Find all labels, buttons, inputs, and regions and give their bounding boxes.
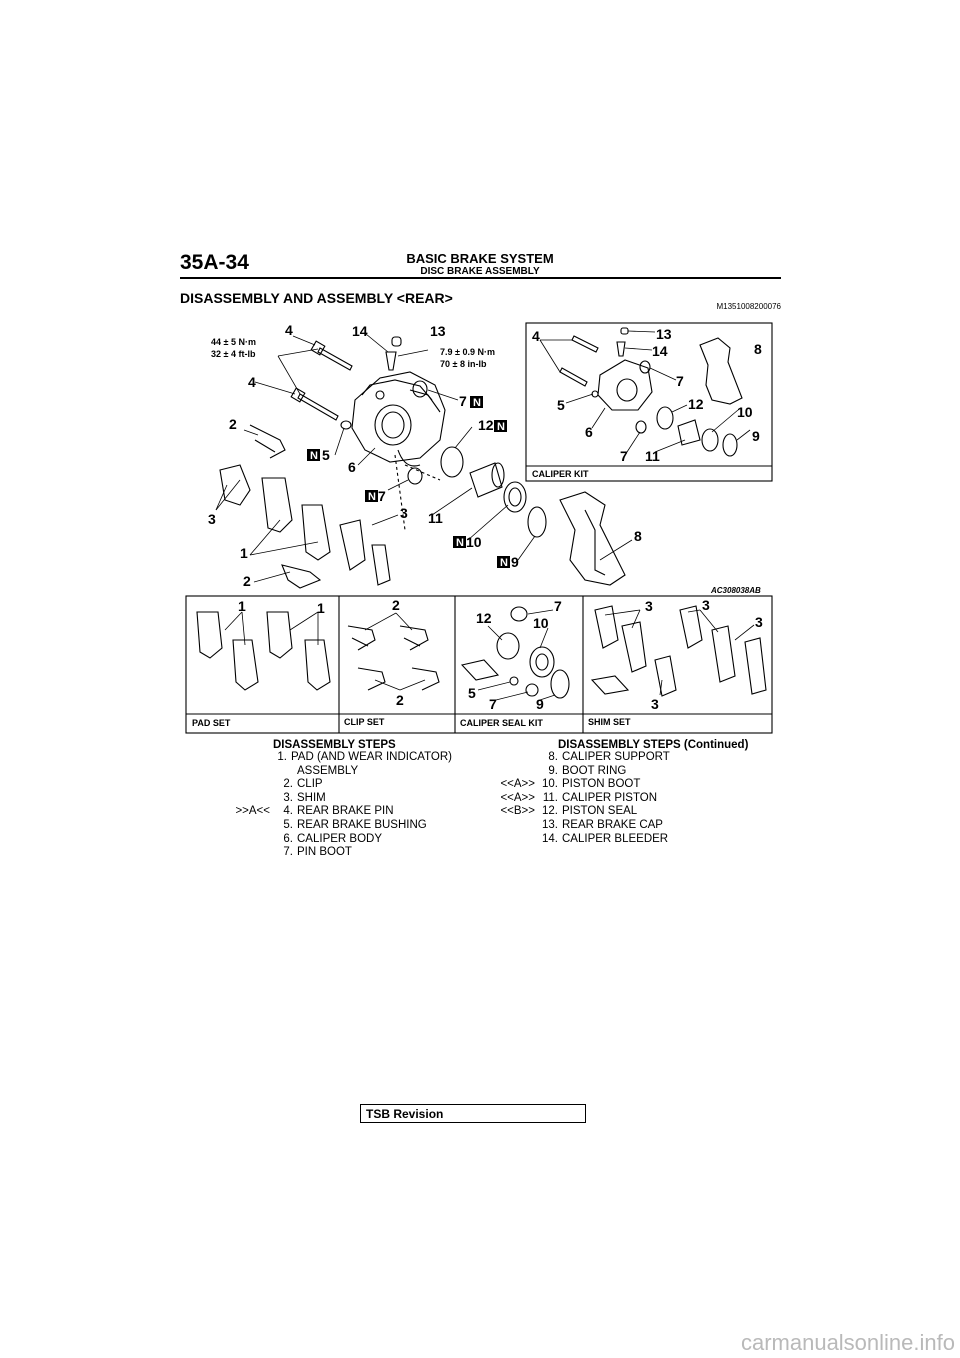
- torque-pin-ftlb: 32 ± 4 ft-lb: [211, 349, 256, 359]
- callout-1: 1: [317, 600, 325, 616]
- step-row: 3.SHIM: [283, 791, 326, 804]
- step-row: <<A>>11.CALIPER PISTON: [500, 791, 658, 804]
- step-row: 6.CALIPER BODY: [283, 832, 382, 845]
- callout-11: 11: [645, 448, 660, 464]
- callout-7: 7: [676, 373, 684, 389]
- caliper-body-drawing: [351, 371, 446, 467]
- kits-panel-box: [185, 595, 773, 734]
- callout-2: 2: [392, 597, 400, 613]
- step-row: <<A>>10.PISTON BOOT: [500, 778, 641, 791]
- new-part-mark: N: [473, 397, 481, 409]
- steps-heading: DISASSEMBLY STEPS: [273, 739, 396, 751]
- callout-8: 8: [754, 341, 762, 357]
- torque-bleeder-nm: 7.9 ± 0.9 N·m: [440, 347, 495, 357]
- step-row: <<B>>12.PISTON SEAL: [500, 805, 638, 818]
- chapter-title: BASIC BRAKE SYSTEM: [406, 251, 554, 266]
- new-part-mark: N: [368, 491, 376, 503]
- figure-code: AC308038AB: [710, 586, 761, 595]
- callout-10: 10: [466, 534, 482, 550]
- new-part-mark: N: [497, 421, 505, 433]
- callout-7: 7: [554, 598, 562, 614]
- new-part-mark: N: [456, 537, 464, 549]
- callout-11: 11: [428, 510, 443, 526]
- section-code: M1351008200076: [716, 302, 781, 311]
- step-row: >>A<<4.REAR BRAKE PIN: [235, 805, 394, 818]
- callout-1: 1: [240, 545, 248, 561]
- callout-13: 13: [656, 326, 672, 342]
- step-row: ASSEMBLY: [297, 764, 359, 777]
- step-row: 7.PIN BOOT: [283, 846, 352, 859]
- callout-9: 9: [752, 428, 760, 444]
- callout-2: 2: [243, 573, 251, 589]
- step-row: 2.CLIP: [283, 778, 323, 791]
- callout-13: 13: [430, 323, 446, 339]
- torque-pin-nm: 44 ± 5 N·m: [211, 337, 256, 347]
- callout-7: 7: [459, 393, 467, 409]
- callout-2: 2: [229, 416, 237, 432]
- callout-3: 3: [208, 511, 216, 527]
- callout-3: 3: [755, 614, 763, 630]
- step-row: 8.CALIPER SUPPORT: [548, 751, 670, 763]
- step-row: 5.REAR BRAKE BUSHING: [283, 818, 427, 831]
- callout-9: 9: [536, 696, 544, 712]
- steps-left: DISASSEMBLY STEPS 1.PAD (AND WEAR INDICA…: [212, 739, 452, 860]
- torque-bleeder-inlb: 70 ± 8 in-lb: [440, 359, 487, 369]
- callout-7: 7: [378, 488, 386, 504]
- callout-12: 12: [478, 417, 494, 433]
- brake-pin-drawing: [290, 340, 353, 421]
- callout-9: 9: [511, 554, 519, 570]
- steps-right: DISASSEMBLY STEPS (Continued) 8.CALIPER …: [477, 739, 777, 846]
- callout-10: 10: [533, 615, 549, 631]
- section-title: DISASSEMBLY AND ASSEMBLY <REAR>: [180, 290, 453, 306]
- callout-2: 2: [396, 692, 404, 708]
- caliper-kit-box: [525, 322, 773, 482]
- step-row: 14.CALIPER BLEEDER: [542, 832, 669, 845]
- callout-5: 5: [322, 447, 330, 463]
- callout-3: 3: [702, 597, 710, 613]
- step-row: 13.REAR BRAKE CAP: [542, 818, 663, 831]
- header-rule: [180, 277, 781, 279]
- callout-7: 7: [620, 448, 628, 464]
- shim-set-label: SHIM SET: [588, 717, 631, 727]
- callout-8: 8: [634, 528, 642, 544]
- callout-4: 4: [285, 322, 293, 338]
- clip-set-label: CLIP SET: [344, 717, 385, 727]
- pad-set-label: PAD SET: [192, 718, 231, 728]
- callout-6: 6: [585, 424, 593, 440]
- callout-5: 5: [468, 685, 476, 701]
- new-part-mark: N: [310, 450, 318, 462]
- callout-12: 12: [476, 610, 492, 626]
- chapter-subtitle: DISC BRAKE ASSEMBLY: [420, 266, 540, 277]
- callout-4: 4: [248, 374, 256, 390]
- callout-6: 6: [348, 459, 356, 475]
- callout-3: 3: [651, 696, 659, 712]
- step-row: 9.BOOT RING: [548, 764, 627, 777]
- callout-3: 3: [400, 505, 408, 521]
- watermark: carmanualsonline.info: [740, 1330, 955, 1355]
- step-row: 1.PAD (AND WEAR INDICATOR): [277, 751, 452, 763]
- callout-3: 3: [645, 598, 653, 614]
- callout-5: 5: [557, 397, 565, 413]
- caliper-kit-label: CALIPER KIT: [532, 469, 589, 479]
- callout-4: 4: [532, 328, 540, 344]
- new-part-mark: N: [500, 557, 508, 569]
- callout-14: 14: [352, 323, 368, 339]
- caliper-seal-kit-label: CALIPER SEAL KIT: [460, 718, 543, 728]
- steps-heading-continued: DISASSEMBLY STEPS (Continued): [558, 739, 749, 751]
- callout-14: 14: [652, 343, 668, 359]
- callout-10: 10: [737, 404, 753, 420]
- callout-12: 12: [688, 396, 704, 412]
- page-code: 35A-34: [180, 251, 249, 274]
- callout-1: 1: [238, 598, 246, 614]
- callout-7: 7: [489, 696, 497, 712]
- tsb-revision-box: TSB Revision: [360, 1104, 586, 1123]
